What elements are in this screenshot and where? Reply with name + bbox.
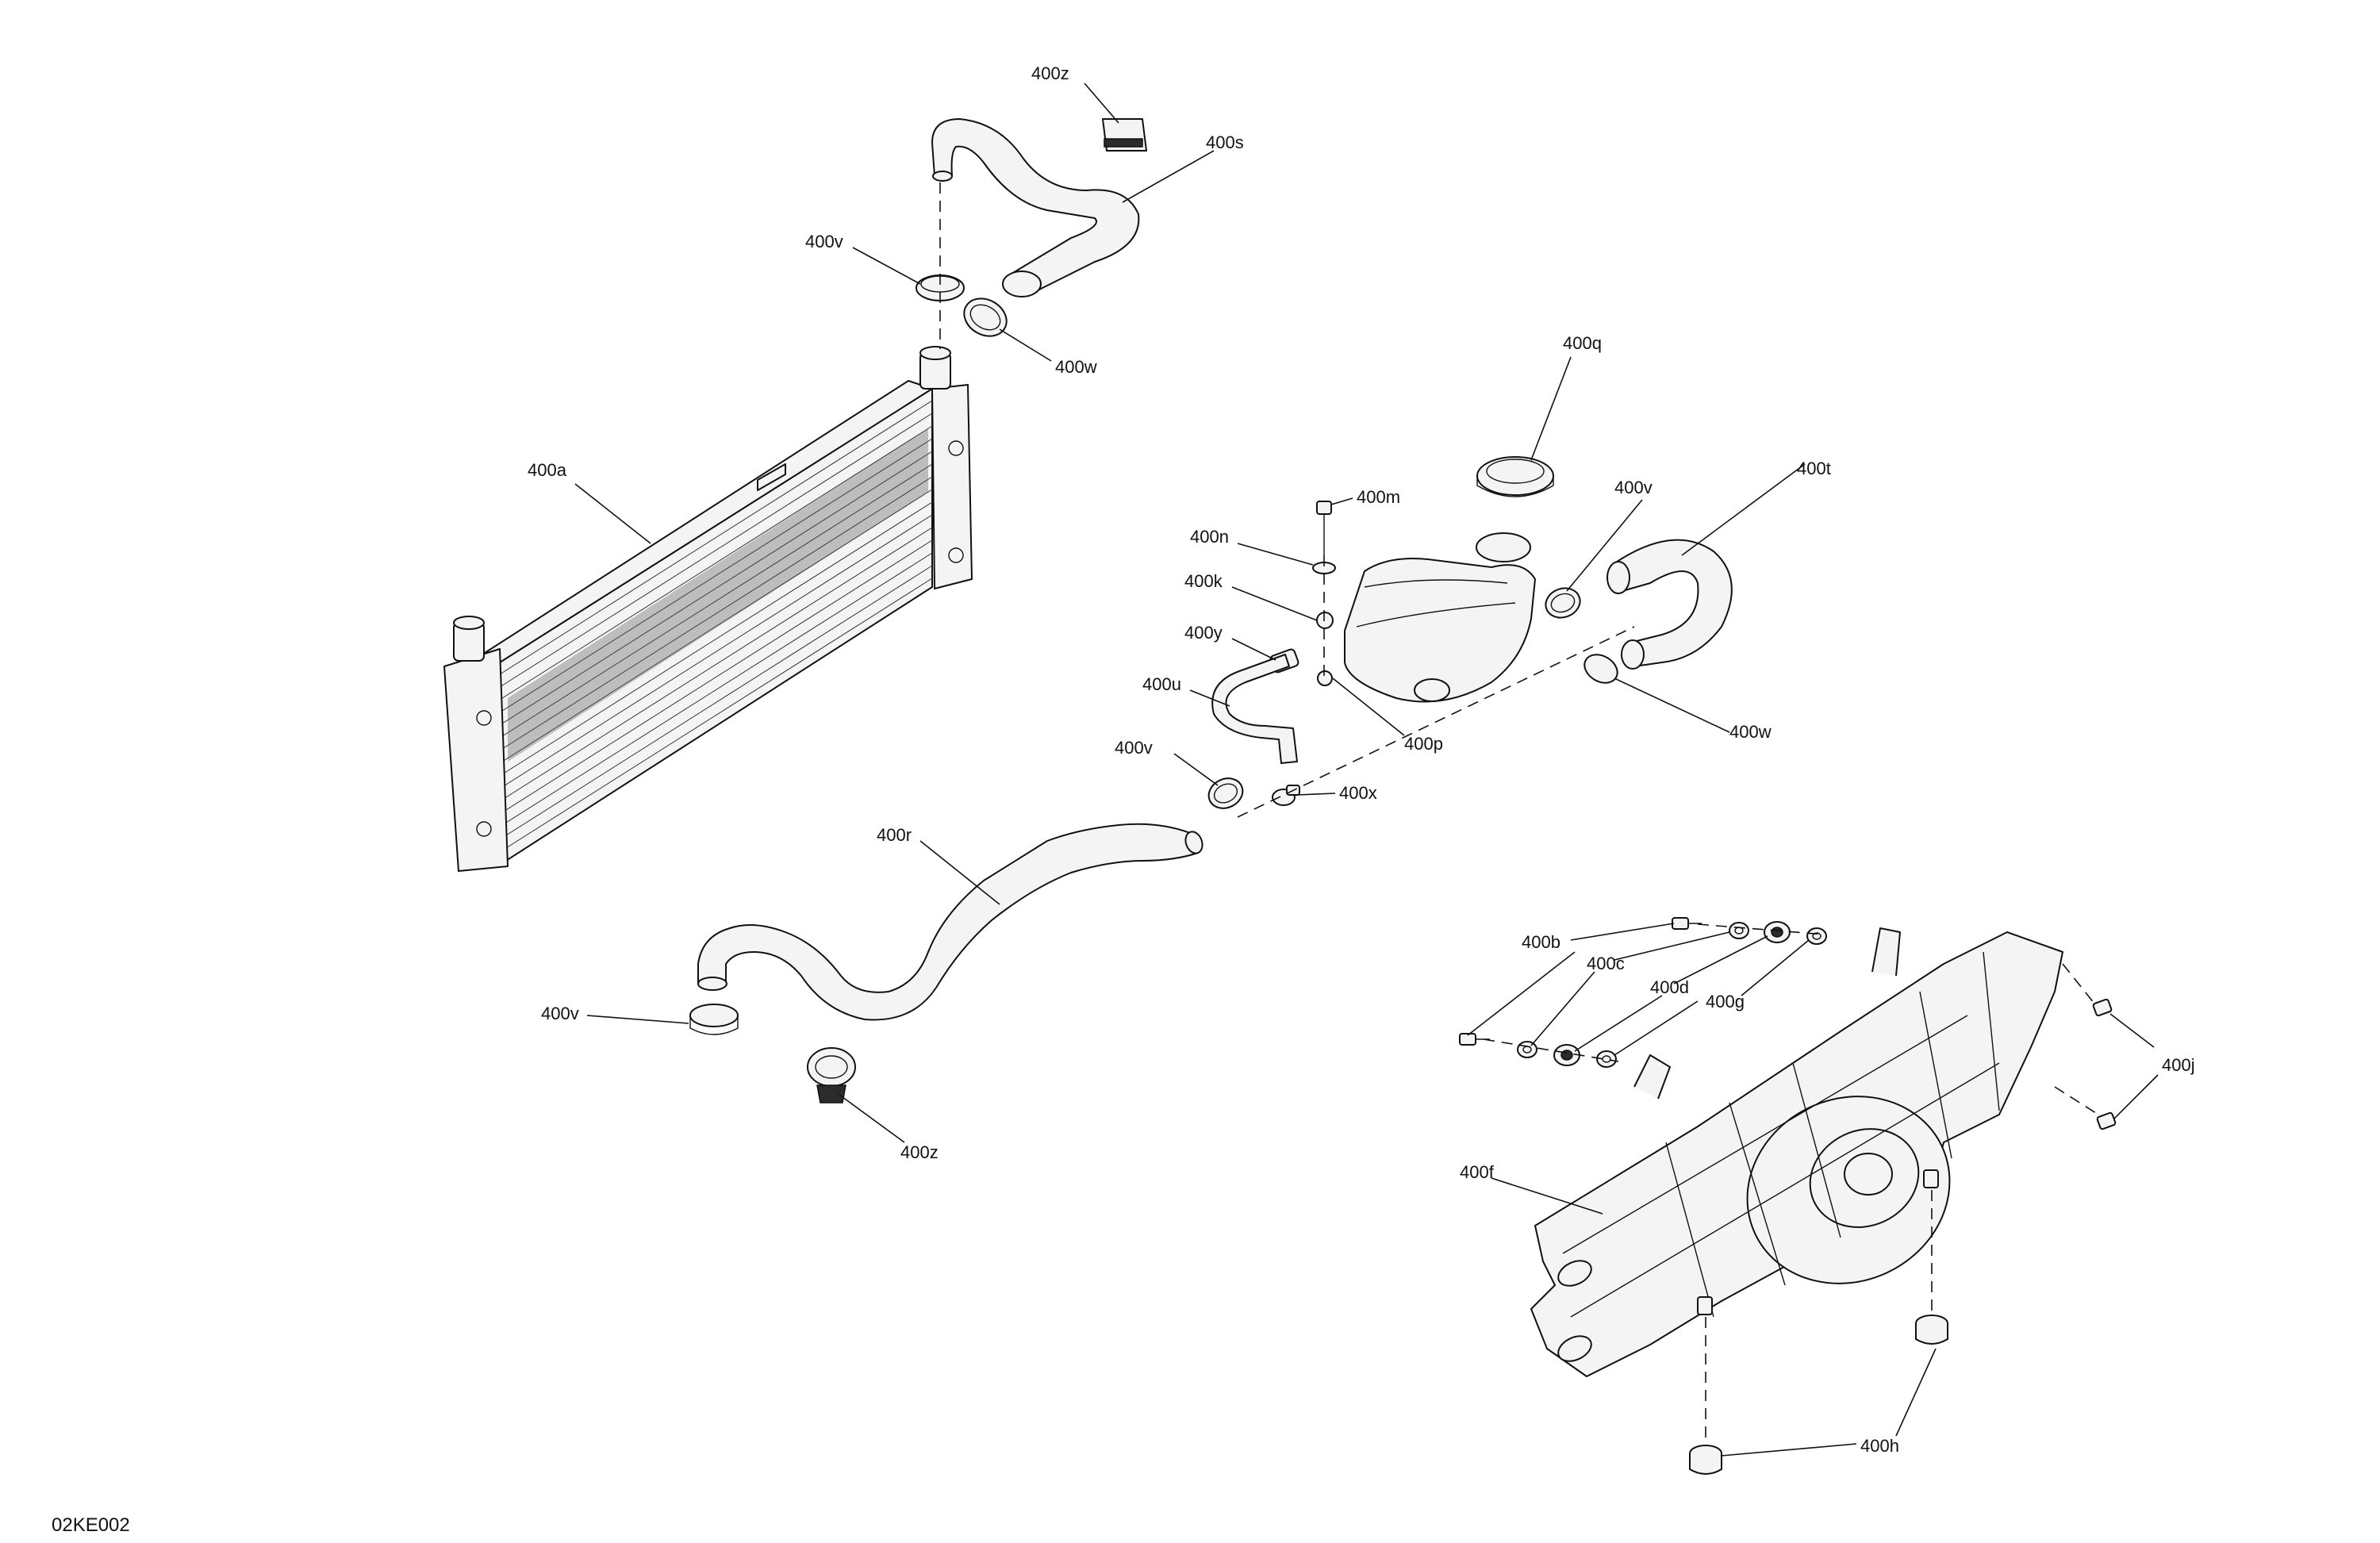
callout-400d: 400d bbox=[1650, 977, 1689, 997]
expansion-tank bbox=[1316, 532, 1536, 703]
fan-washer-400c-lower bbox=[1517, 1041, 1537, 1058]
callout-400u: 400u bbox=[1142, 674, 1181, 694]
callout-labels: 400z 400s 400v 400w 400a 400q 400m 400n … bbox=[528, 63, 2195, 1456]
callout-400v-bottom: 400v bbox=[541, 1004, 579, 1023]
tank-hose-400t bbox=[1606, 539, 1733, 670]
fan-grommet-400d-lower bbox=[1553, 1044, 1580, 1066]
callout-400z-bottom: 400z bbox=[900, 1142, 939, 1162]
radiator-cap bbox=[1476, 456, 1554, 497]
callout-400r: 400r bbox=[877, 825, 912, 845]
fan-washer-400g-lower bbox=[1596, 1050, 1617, 1068]
callout-400v-top: 400v bbox=[805, 232, 843, 251]
hose-clamp-400v-bottom bbox=[689, 1004, 739, 1035]
hose-clamp-400w-right bbox=[1583, 654, 1618, 684]
hose-clamp-400v-mid bbox=[1207, 777, 1244, 809]
tank-bolt-400m bbox=[1316, 501, 1332, 555]
callout-400g: 400g bbox=[1706, 992, 1745, 1011]
spring-clamp-top bbox=[1102, 118, 1147, 152]
callout-400f: 400f bbox=[1460, 1162, 1495, 1182]
callout-400b: 400b bbox=[1522, 932, 1560, 952]
leader-lines bbox=[574, 83, 2159, 1457]
hose-clamp-top-400w bbox=[963, 297, 1008, 337]
callout-400q: 400q bbox=[1563, 333, 1602, 353]
upper-hose bbox=[931, 118, 1140, 297]
callout-400s: 400s bbox=[1206, 132, 1244, 152]
callout-400p: 400p bbox=[1404, 734, 1443, 754]
fan-washer-400c-upper bbox=[1729, 922, 1749, 939]
radiator bbox=[443, 346, 973, 872]
callout-400k: 400k bbox=[1184, 571, 1223, 591]
fan-washer-400g-upper bbox=[1806, 927, 1827, 945]
figure-id: 02KE002 bbox=[52, 1514, 130, 1536]
small-hose-400u bbox=[1211, 654, 1298, 764]
callout-400v-left: 400v bbox=[1115, 738, 1153, 758]
fan-grommet-400h-upper bbox=[1915, 1315, 1948, 1345]
callout-400w-top: 400w bbox=[1055, 357, 1097, 377]
callout-400j: 400j bbox=[2162, 1055, 2195, 1075]
hose-clamp-400v-right bbox=[1545, 587, 1581, 619]
callout-400x: 400x bbox=[1339, 783, 1377, 803]
fan-shroud-assembly bbox=[1530, 927, 2063, 1377]
callout-400w-right: 400w bbox=[1729, 722, 1772, 742]
hose-clamp-400x bbox=[1272, 785, 1300, 806]
callout-400t: 400t bbox=[1797, 459, 1831, 478]
callout-400a: 400a bbox=[528, 460, 567, 480]
callout-400n: 400n bbox=[1190, 527, 1229, 547]
callout-400m: 400m bbox=[1357, 487, 1400, 507]
callout-400v-mid: 400v bbox=[1614, 478, 1653, 497]
fan-screw-400j-lower bbox=[2096, 1111, 2117, 1130]
callout-400h: 400h bbox=[1860, 1436, 1899, 1456]
callout-400z-top: 400z bbox=[1031, 63, 1069, 83]
fan-grommet-400h-lower bbox=[1689, 1445, 1722, 1475]
fan-bolt-400b-upper bbox=[1672, 917, 1702, 930]
assembly-lines bbox=[939, 182, 2099, 1444]
spring-clamp-400z-bottom bbox=[807, 1047, 856, 1104]
fan-grommet-400d-upper bbox=[1764, 921, 1791, 943]
callout-400y: 400y bbox=[1184, 623, 1223, 643]
fan-screw-400j-upper bbox=[2092, 998, 2113, 1017]
fan-bolt-400b-lower bbox=[1459, 1033, 1490, 1046]
lower-hose-400r bbox=[697, 823, 1203, 1021]
callout-400c: 400c bbox=[1587, 954, 1625, 973]
